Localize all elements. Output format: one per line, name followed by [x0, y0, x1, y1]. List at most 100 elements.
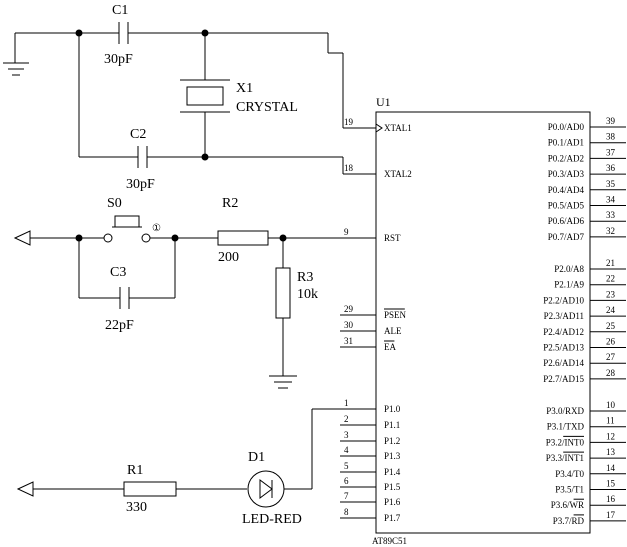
- u1-body: [375, 111, 591, 534]
- pin-name: XTAL2: [384, 169, 412, 179]
- c2-label: C2: [130, 127, 146, 142]
- pin-name: P2.1/A9: [554, 280, 584, 290]
- pin-name: P2.2/AD10: [543, 295, 584, 305]
- pin-number: 38: [606, 132, 616, 142]
- pin-number: 8: [344, 507, 349, 517]
- pin-number: 28: [606, 368, 616, 378]
- pin-number: 17: [606, 510, 616, 520]
- pin-name: P0.6/AD6: [548, 216, 585, 226]
- resistor-r1: [123, 481, 177, 497]
- crystal-x1-body: [186, 86, 224, 106]
- pin-number: 23: [606, 289, 616, 299]
- pin-number: 31: [344, 336, 353, 346]
- junction-dot: [201, 29, 209, 37]
- pin-name: P1.6: [384, 497, 401, 507]
- pin-number: 13: [606, 447, 616, 457]
- pin-name: P0.4/AD4: [548, 185, 585, 195]
- r1-value: 330: [126, 500, 147, 515]
- x1-label: X1: [236, 81, 253, 96]
- pin-name: P1.4: [384, 467, 401, 477]
- pin-name: P3.4/T0: [555, 469, 584, 479]
- x1-value: CRYSTAL: [236, 100, 298, 115]
- pin-name: P0.3/AD3: [548, 169, 585, 179]
- pin-number: 21: [606, 258, 615, 268]
- pin-name: P1.5: [384, 482, 401, 492]
- switch-s0-contact: [141, 233, 151, 243]
- c3-label: C3: [110, 265, 126, 280]
- pin-name: P2.0/A8: [554, 264, 584, 274]
- s0-pin-mark: ①: [152, 223, 161, 234]
- u1-label: U1: [376, 95, 391, 109]
- pin-number: 32: [606, 226, 615, 236]
- pin-number: 10: [606, 400, 616, 410]
- led-d1-triangle: [259, 479, 273, 499]
- led-circuit: R1 330 D1 LED-RED: [16, 408, 376, 527]
- pin-number: 19: [344, 117, 354, 127]
- pin-number: 3: [344, 430, 349, 440]
- d1-label: D1: [248, 450, 265, 465]
- c1-label: C1: [112, 3, 128, 18]
- pin-number: 7: [344, 491, 349, 501]
- pin-name: P1.3: [384, 451, 401, 461]
- switch-s0-button: [114, 215, 140, 228]
- microcontroller-u1: U1 AT89C51 19XTAL118XTAL29RST29PSEN30ALE…: [340, 95, 626, 546]
- pin-number: 16: [606, 494, 616, 504]
- r2-label: R2: [222, 196, 238, 211]
- pin-number: 30: [344, 320, 354, 330]
- net-port-arrow: [13, 230, 31, 246]
- s0-label: S0: [107, 196, 122, 211]
- pin-name: P2.6/AD14: [543, 358, 584, 368]
- pin-name: P0.0/AD0: [548, 122, 585, 132]
- pin-number: 29: [344, 304, 354, 314]
- reset-circuit: S0 ① C3 22pF R2 200 R3 10k: [13, 196, 376, 389]
- pin-number: 11: [606, 416, 615, 426]
- u1-pins: 19XTAL118XTAL29RST29PSEN30ALE31EA1P1.02P…: [340, 116, 626, 526]
- pin-number: 24: [606, 305, 616, 315]
- pin-name: RST: [384, 233, 401, 243]
- clock-marker: [375, 123, 383, 133]
- pin-number: 6: [344, 476, 349, 486]
- pin-name: P0.5/AD5: [548, 201, 585, 211]
- pin-number: 36: [606, 163, 616, 173]
- pin-name: P3.1/TXD: [547, 422, 585, 432]
- pin-name: P2.3/AD11: [544, 311, 584, 321]
- pin-number: 22: [606, 274, 615, 284]
- pin-name: P2.5/AD13: [543, 343, 584, 353]
- pin-name: P3.7/RD: [553, 516, 585, 526]
- switch-s0-contact: [103, 233, 113, 243]
- r3-value: 10k: [297, 287, 318, 302]
- pin-name: EA: [384, 342, 396, 352]
- led-d1-body: [247, 470, 285, 508]
- pin-name: P3.3/INT1: [546, 453, 584, 463]
- pin-name: P0.2/AD2: [548, 153, 584, 163]
- pin-name: P3.2/INT0: [546, 437, 585, 447]
- pin-number: 14: [606, 463, 616, 473]
- pin-name: P0.7/AD7: [548, 232, 585, 242]
- pin-number: 15: [606, 479, 616, 489]
- pin-number: 35: [606, 179, 616, 189]
- pin-number: 18: [344, 163, 354, 173]
- pin-number: 25: [606, 321, 616, 331]
- pin-number: 1: [344, 398, 349, 408]
- pin-name: P2.4/AD12: [543, 327, 584, 337]
- r1-label: R1: [127, 463, 143, 478]
- pin-number: 5: [344, 461, 349, 471]
- pin-number: 4: [344, 445, 349, 455]
- pin-name: P3.6/WR: [551, 500, 584, 510]
- junction-dot: [75, 29, 83, 37]
- c2-value: 30pF: [126, 177, 155, 192]
- r2-value: 200: [218, 250, 239, 265]
- c3-value: 22pF: [105, 318, 134, 333]
- pin-name: P2.7/AD15: [543, 374, 584, 384]
- net-port-arrow: [16, 481, 34, 497]
- pin-name: P3.5/T1: [555, 485, 584, 495]
- pin-number: 33: [606, 210, 616, 220]
- pin-number: 39: [606, 116, 616, 126]
- pin-number: 2: [344, 414, 349, 424]
- pin-name: ALE: [384, 326, 402, 336]
- pin-number: 9: [344, 227, 349, 237]
- resistor-r2: [217, 230, 269, 246]
- pin-number: 34: [606, 195, 616, 205]
- pin-name: PSEN: [384, 310, 407, 320]
